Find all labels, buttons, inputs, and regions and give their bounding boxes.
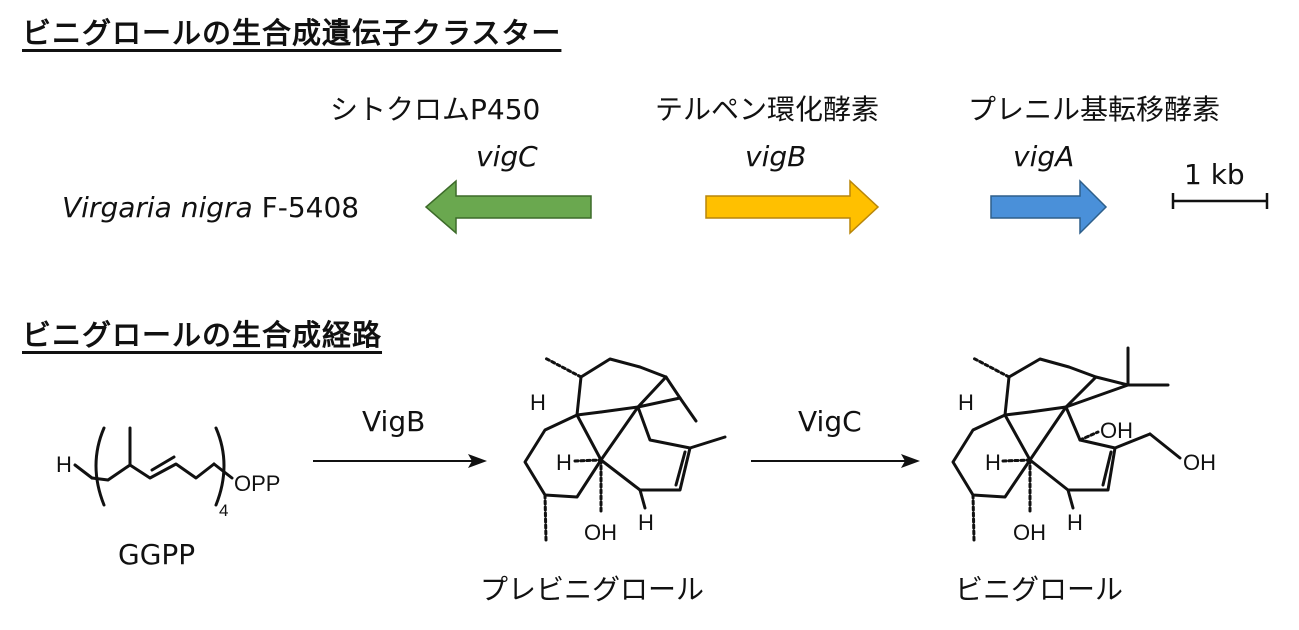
vinigrol-structure: H H OH OH OH H bbox=[951, 346, 1216, 545]
vinigrol-oh-top: OH bbox=[1100, 418, 1133, 443]
organism-genus-species: Virgaria nigra bbox=[62, 191, 253, 224]
gene-function-vigC: シトクロムP450 bbox=[330, 93, 541, 126]
organism-strain: F-5408 bbox=[252, 191, 360, 224]
gene-function-vigA: プレニル基転移酵素 bbox=[968, 93, 1221, 126]
intermediate-name: プレビニグロール bbox=[480, 573, 705, 606]
gene-function-vigB: テルペン環化酵素 bbox=[655, 93, 880, 126]
vinigrol-oh-bottom: OH bbox=[1013, 520, 1046, 545]
vinigrol-h-bottom: H bbox=[1067, 510, 1083, 535]
gene-name-vigC: vigC bbox=[476, 140, 538, 173]
section-title-pathway: ビニグロールの生合成経路 bbox=[22, 318, 383, 352]
ggpp-opp-group: OPP bbox=[234, 471, 280, 496]
gene-name-vigB: vigB bbox=[745, 140, 807, 173]
previnigrol-structure: H H OH H bbox=[523, 356, 727, 545]
ggpp-repeat-subscript: 4 bbox=[219, 501, 228, 520]
gene-arrow-vigC bbox=[424, 179, 592, 235]
vinigrol-h-top: H bbox=[958, 390, 974, 415]
substrate-name: GGPP bbox=[118, 538, 196, 571]
ggpp-structure: H 4 OPP bbox=[56, 426, 280, 520]
reaction-arrow-step1 bbox=[313, 454, 487, 468]
enzyme-label-step2: VigC bbox=[798, 405, 862, 438]
previnigrol-oh: OH bbox=[584, 520, 617, 545]
scale-bar bbox=[1171, 193, 1269, 209]
gene-arrow-vigA bbox=[990, 179, 1108, 235]
gene-arrow-vigB bbox=[705, 179, 880, 235]
section-title-gene-cluster: ビニグロールの生合成遺伝子クラスター bbox=[22, 16, 562, 50]
reaction-arrow-step2 bbox=[751, 454, 920, 468]
vinigrol-h-mid: H bbox=[985, 450, 1001, 475]
enzyme-label-step1: VigB bbox=[362, 405, 426, 438]
previnigrol-h-top: H bbox=[530, 390, 546, 415]
ggpp-h-atom: H bbox=[56, 452, 72, 477]
previnigrol-h-mid: H bbox=[556, 450, 572, 475]
organism-name: Virgaria nigra F-5408 bbox=[62, 191, 359, 224]
product-name: ビニグロール bbox=[955, 573, 1124, 606]
previnigrol-h-bottom: H bbox=[638, 510, 654, 535]
vinigrol-oh-right: OH bbox=[1183, 450, 1216, 475]
scale-bar-label: 1 kb bbox=[1184, 158, 1245, 191]
gene-name-vigA: vigA bbox=[1013, 140, 1075, 173]
